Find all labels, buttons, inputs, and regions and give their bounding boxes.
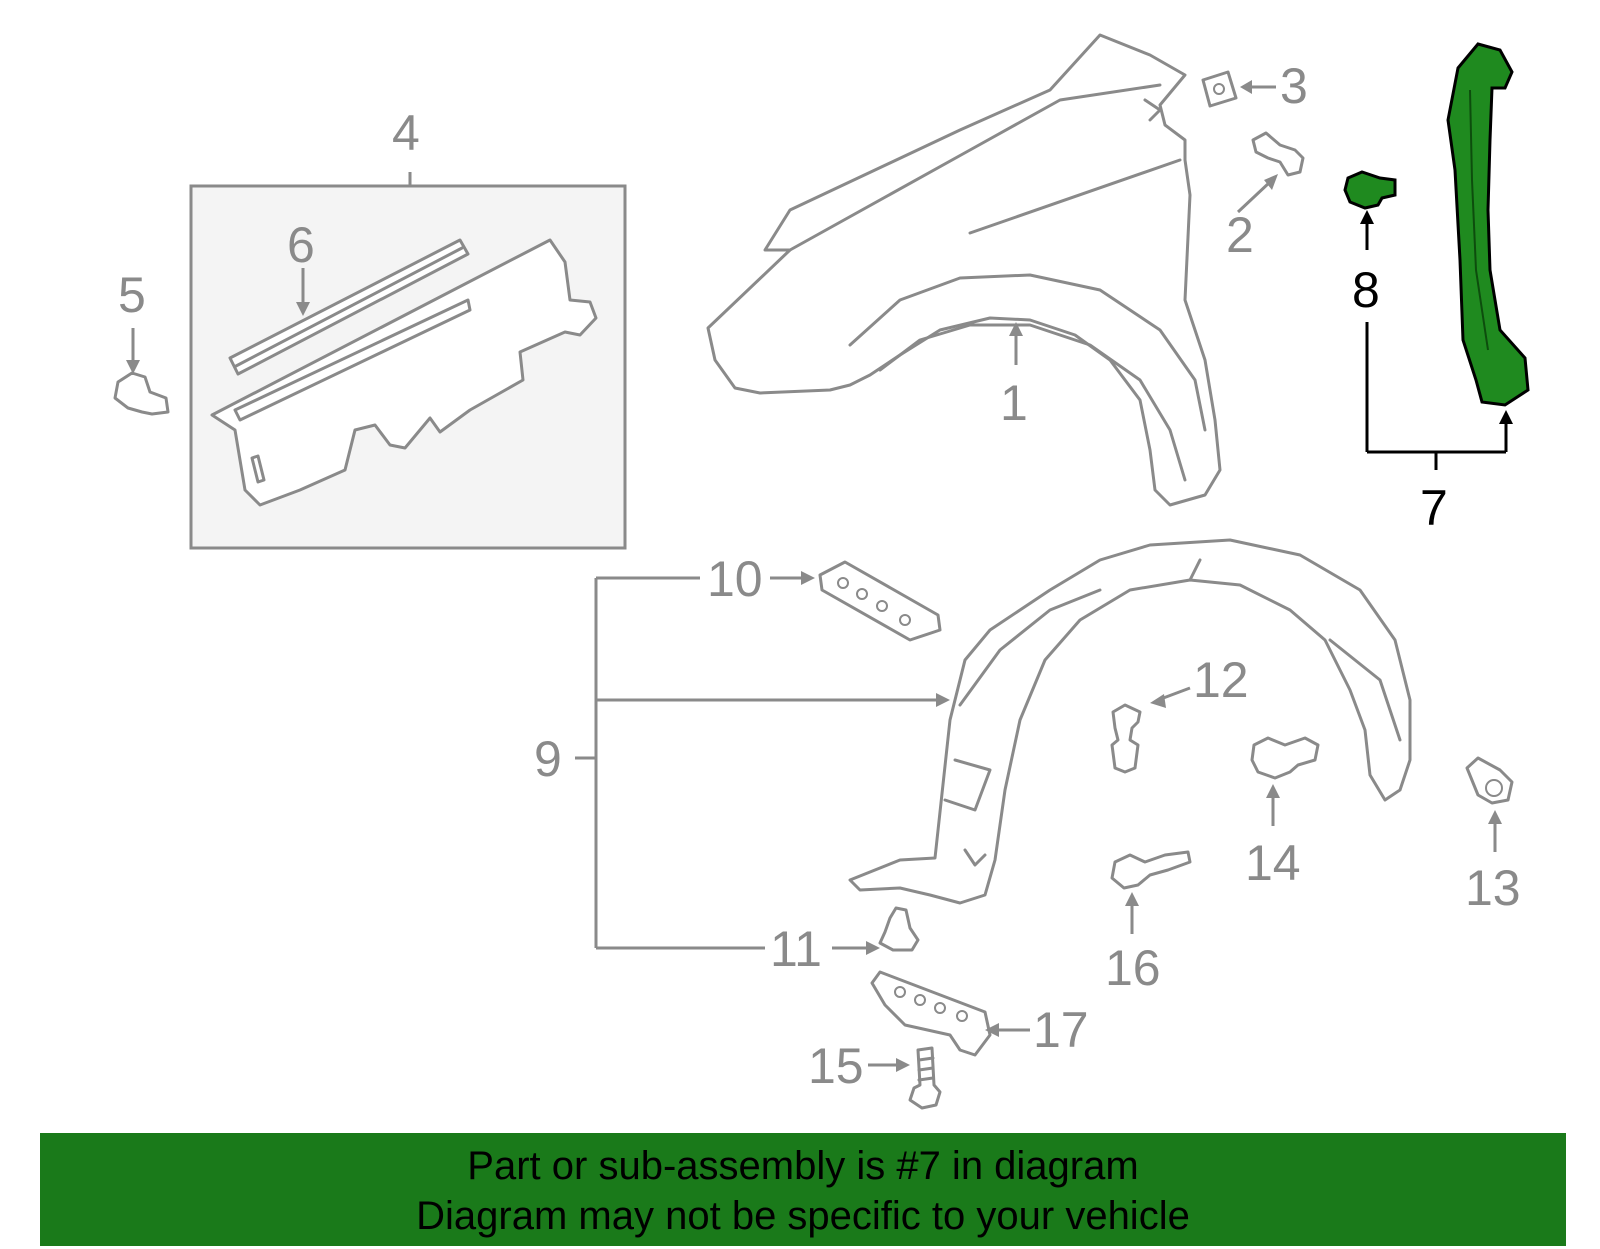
callout-17: 17 xyxy=(1033,1002,1089,1058)
callout-5: 5 xyxy=(118,267,146,323)
callout-10: 10 xyxy=(707,551,763,607)
bolt-part-16 xyxy=(1110,850,1192,890)
banner-line-1: Part or sub-assembly is #7 in diagram xyxy=(467,1144,1139,1188)
callout-12: 12 xyxy=(1193,652,1249,708)
callout-4: 4 xyxy=(392,105,420,161)
clip-part-5 xyxy=(113,371,170,416)
clip-part-8 xyxy=(1343,170,1397,210)
callout-3: 3 xyxy=(1280,58,1308,114)
seal-strip-part-6 xyxy=(228,238,470,376)
callout-2: 2 xyxy=(1226,207,1254,263)
bracket-part-17 xyxy=(870,970,992,1057)
callout-9: 9 xyxy=(534,731,562,787)
fender-liner-part-9 xyxy=(848,538,1412,905)
bracket-part-10 xyxy=(818,560,942,642)
callout-1: 1 xyxy=(1000,375,1028,431)
callout-16: 16 xyxy=(1105,940,1161,996)
clip-part-13 xyxy=(1465,756,1514,805)
bolt-part-15 xyxy=(908,1046,942,1110)
banner-line-2: Diagram may not be specific to your vehi… xyxy=(416,1194,1190,1238)
callout-8: 8 xyxy=(1352,262,1380,318)
front-fender-part-1 xyxy=(706,33,1222,507)
pad-part-3 xyxy=(1201,70,1238,108)
clip-part-12 xyxy=(1110,703,1142,774)
callout-14: 14 xyxy=(1245,835,1301,891)
bolt-part-2 xyxy=(1251,131,1305,177)
clip-part-14 xyxy=(1250,736,1320,780)
info-banner: Part or sub-assembly is #7 in diagram Di… xyxy=(40,1133,1566,1246)
callout-15: 15 xyxy=(808,1038,864,1094)
clip-part-11 xyxy=(878,906,920,952)
callout-7: 7 xyxy=(1420,480,1448,536)
callout-6: 6 xyxy=(287,217,315,273)
callout-13: 13 xyxy=(1465,860,1521,916)
callout-11: 11 xyxy=(770,921,822,977)
fender-shield-part-4 xyxy=(210,238,598,507)
fender-bracket-part-7 xyxy=(1446,42,1530,407)
